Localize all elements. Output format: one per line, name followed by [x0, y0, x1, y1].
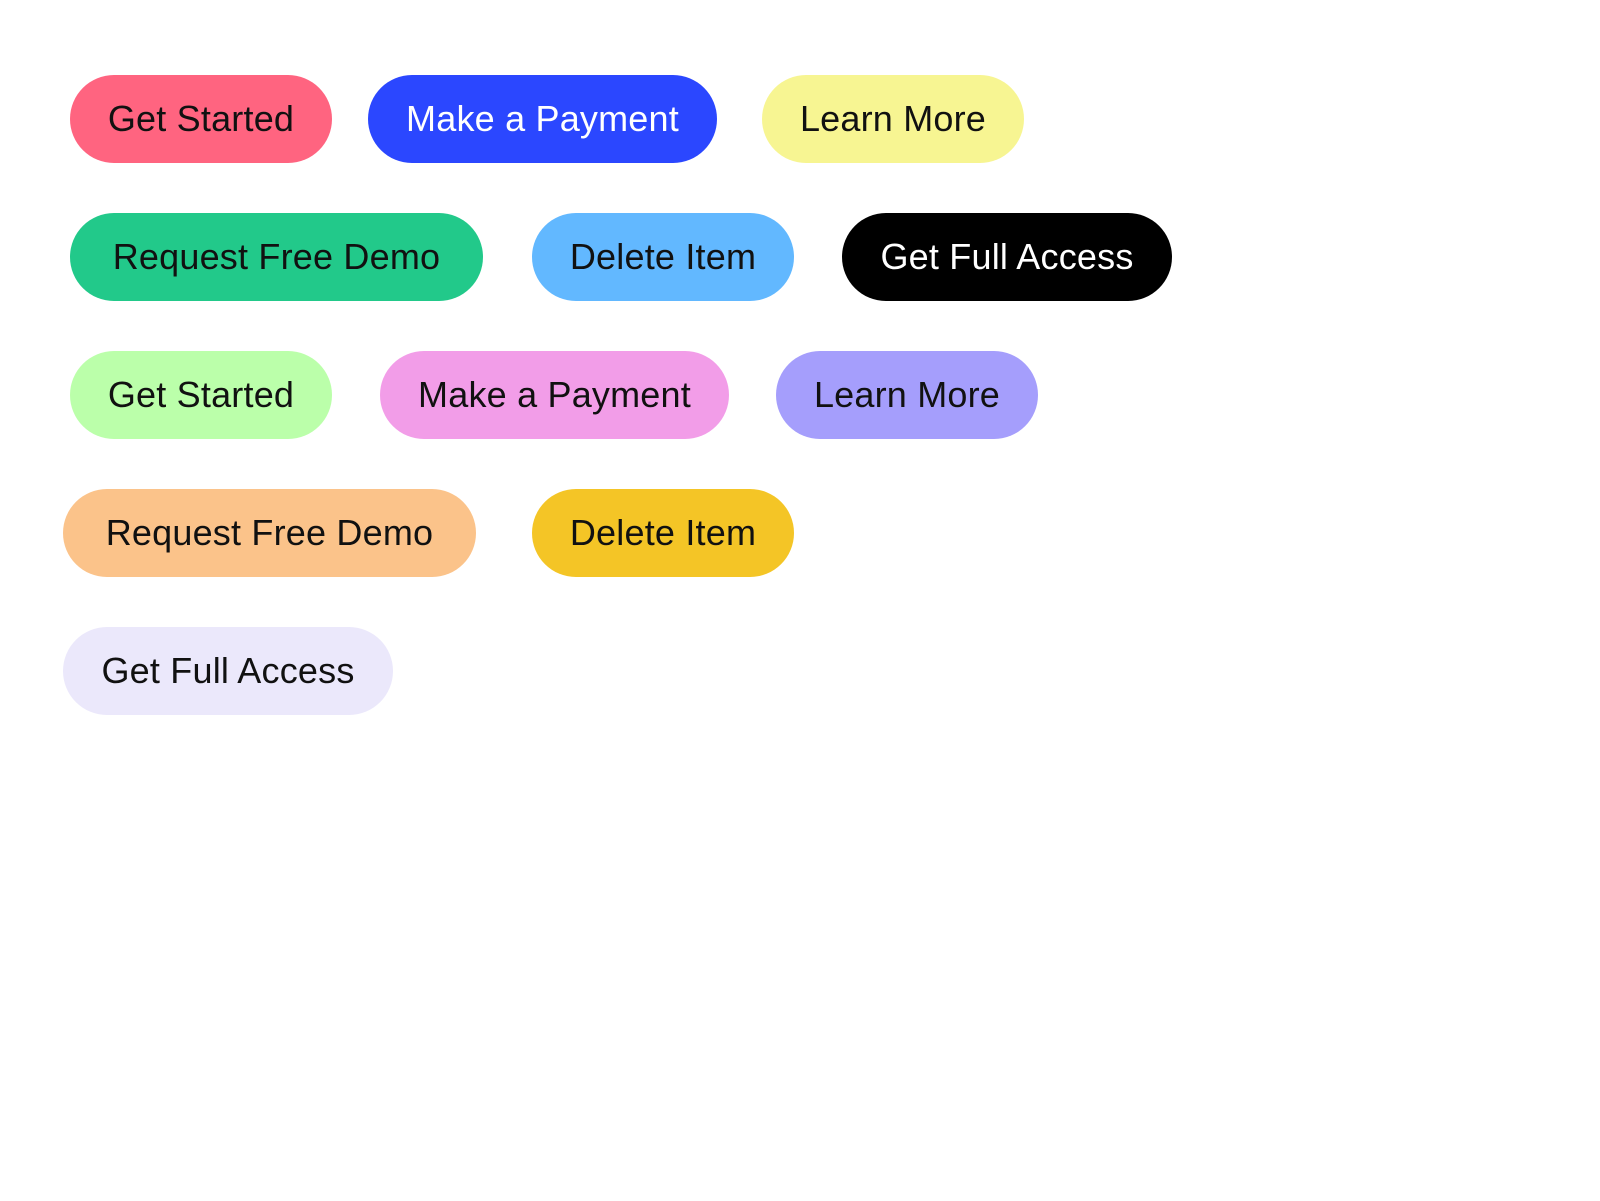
- get-started-button[interactable]: Get Started: [70, 75, 332, 163]
- make-a-payment-button[interactable]: Make a Payment: [380, 351, 729, 439]
- button-label: Request Free Demo: [105, 512, 434, 553]
- learn-more-button[interactable]: Learn More: [776, 351, 1038, 439]
- delete-item-button[interactable]: Delete Item: [532, 489, 794, 577]
- button-label: Get Started: [107, 374, 295, 415]
- request-free-demo-button[interactable]: Request Free Demo: [63, 489, 476, 577]
- get-full-access-button[interactable]: Get Full Access: [842, 213, 1172, 301]
- button-label: Get Full Access: [101, 650, 355, 691]
- button-label: Delete Item: [569, 236, 757, 277]
- learn-more-button[interactable]: Learn More: [762, 75, 1024, 163]
- make-a-payment-button[interactable]: Make a Payment: [368, 75, 717, 163]
- get-started-button[interactable]: Get Started: [70, 351, 332, 439]
- button-label: Delete Item: [569, 512, 757, 553]
- button-label: Make a Payment: [406, 98, 679, 139]
- button-label: Get Full Access: [880, 236, 1134, 277]
- delete-item-button[interactable]: Delete Item: [532, 213, 794, 301]
- button-label: Make a Payment: [418, 374, 691, 415]
- get-full-access-button[interactable]: Get Full Access: [63, 627, 393, 715]
- button-label: Learn More: [799, 98, 987, 139]
- button-label: Get Started: [107, 98, 295, 139]
- button-label: Request Free Demo: [112, 236, 441, 277]
- request-free-demo-button[interactable]: Request Free Demo: [70, 213, 483, 301]
- button-label: Learn More: [813, 374, 1001, 415]
